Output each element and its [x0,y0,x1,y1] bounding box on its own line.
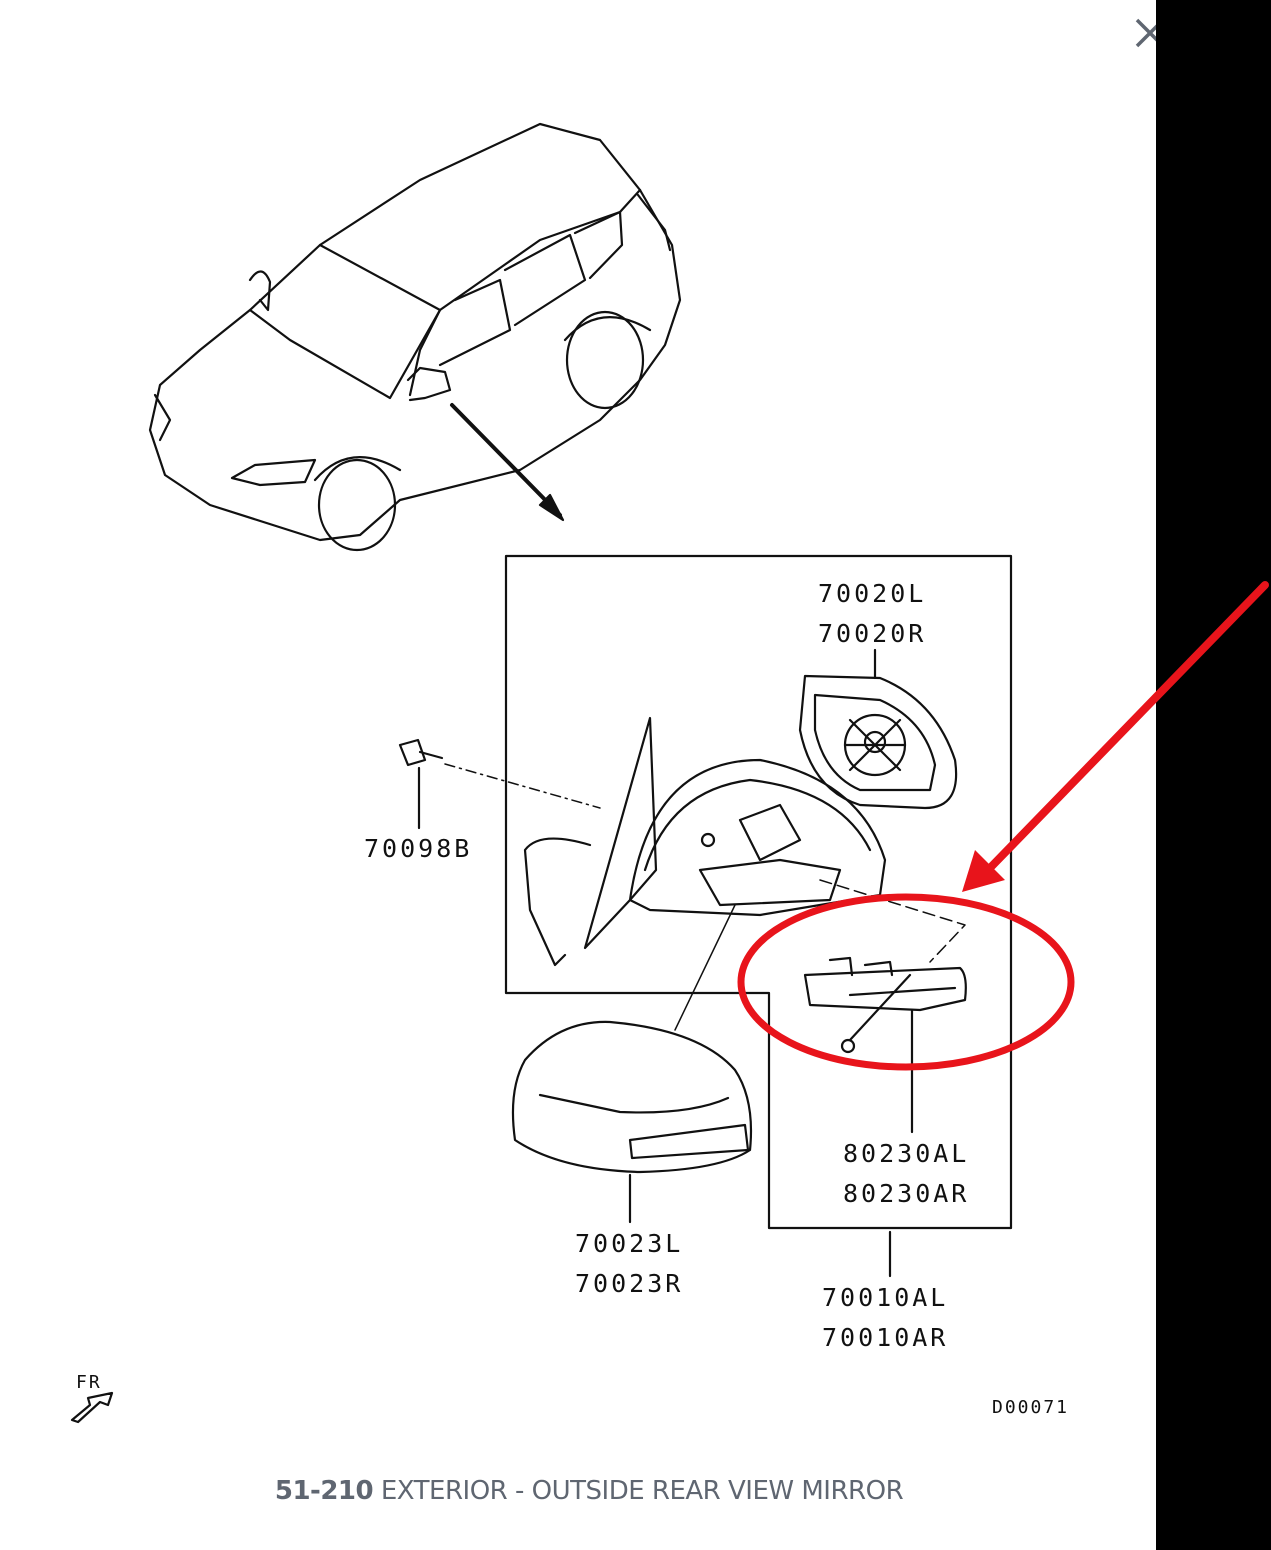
diagram-id: D00071 [992,1397,1069,1418]
diagram-caption: 51-210 EXTERIOR - OUTSIDE REAR VIEW MIRR… [0,1476,1156,1506]
mirror-glass-part[interactable] [798,648,958,810]
part-label: 70023L [575,1229,683,1258]
part-label: 70023R [575,1269,683,1298]
part-label: 70010AR [822,1323,948,1352]
part-label: 80230AL [843,1139,969,1168]
assembly-box [504,554,1013,1230]
turn-signal-lamp-part[interactable] [803,956,967,1134]
part-label: 70020R [818,619,926,648]
mirror-cover-part[interactable] [511,1020,753,1224]
svg-text:FR: FR [76,1372,102,1393]
part-label: 80230AR [843,1179,969,1208]
parts-diagram: FR 70020L 70020R 70098B 80230AL 80230AR … [70,122,1069,1424]
part-label: 70098B [364,834,472,863]
vehicle-illustration [148,122,682,552]
section-title: EXTERIOR - OUTSIDE REAR VIEW MIRROR [380,1476,904,1506]
section-code: 51-210 [274,1476,374,1506]
side-panel [1156,0,1271,1550]
mirror-housing-part[interactable] [444,716,966,1031]
part-label: 70010AL [822,1283,948,1312]
image-viewer: FR 70020L 70020R 70098B 80230AL 80230AR … [0,16,1156,1506]
part-label: 70020L [818,579,926,608]
screw-part[interactable] [398,738,444,830]
close-icon[interactable] [1133,16,1156,50]
front-direction-marker: FR [70,1372,114,1424]
